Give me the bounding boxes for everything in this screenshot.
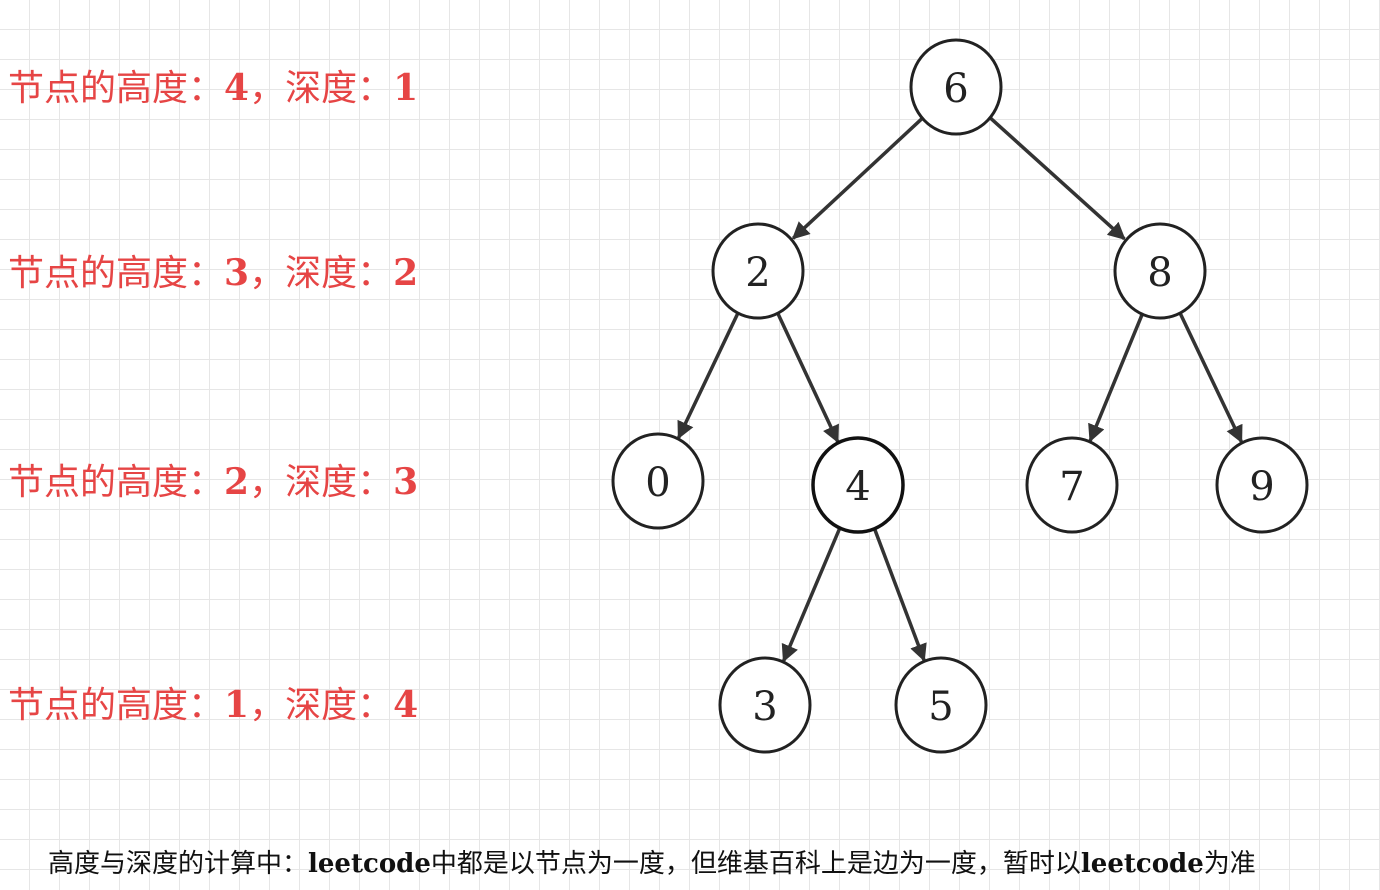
tree-edge-arrow bbox=[781, 526, 842, 663]
tree-node: 0 bbox=[611, 432, 705, 530]
tree-edge-arrow bbox=[677, 311, 740, 440]
level-label-1: 节点的高度：4，深度：1 bbox=[8, 66, 418, 111]
footer-text: 高度与深度的计算中： bbox=[48, 849, 309, 879]
tree-node: 6 bbox=[909, 38, 1003, 136]
tree-node: 7 bbox=[1025, 436, 1119, 534]
level-label-prefix: 节点的高度： bbox=[8, 462, 225, 503]
node-circle bbox=[909, 38, 1003, 136]
level-label-sep: ，深度： bbox=[249, 685, 394, 726]
level-depth-value: 1 bbox=[393, 67, 419, 109]
node-circle bbox=[1215, 436, 1309, 534]
level-depth-value: 4 bbox=[393, 684, 419, 726]
node-circle bbox=[811, 436, 905, 534]
level-label-2: 节点的高度：3，深度：2 bbox=[8, 251, 418, 296]
node-value: 4 bbox=[845, 464, 870, 510]
node-circle bbox=[718, 656, 812, 754]
node-circle bbox=[611, 432, 705, 530]
footer-emphasis: leetcode bbox=[1080, 849, 1204, 879]
node-value: 9 bbox=[1249, 464, 1274, 510]
tree-node: 3 bbox=[718, 656, 812, 754]
tree-edge-arrow bbox=[1088, 312, 1145, 443]
tree-edge-arrow bbox=[791, 117, 924, 240]
tree-node: 2 bbox=[711, 222, 805, 320]
node-circle bbox=[1113, 222, 1207, 320]
node-value: 2 bbox=[745, 250, 770, 296]
tree-edge-arrow bbox=[872, 527, 927, 662]
node-value: 3 bbox=[752, 684, 777, 730]
level-label-4: 节点的高度：1，深度：4 bbox=[8, 683, 418, 728]
tree-edge-arrow bbox=[775, 311, 840, 444]
footer-text: 中都是以节点为一度，但维基百科上是边为一度，暂时以 bbox=[430, 849, 1081, 879]
tree-edge-arrow bbox=[1178, 311, 1243, 444]
level-label-3: 节点的高度：2，深度：3 bbox=[8, 460, 418, 505]
tree-edges bbox=[677, 116, 1243, 663]
tree-node: 8 bbox=[1113, 222, 1207, 320]
tree-node: 4 bbox=[811, 436, 905, 534]
level-label-sep: ，深度： bbox=[249, 68, 394, 109]
level-height-value: 3 bbox=[224, 252, 250, 294]
tree-node: 5 bbox=[894, 656, 988, 754]
footer-text: 为准 bbox=[1203, 849, 1256, 879]
node-value: 8 bbox=[1147, 250, 1172, 296]
level-height-value: 2 bbox=[224, 461, 250, 503]
level-height-value: 4 bbox=[224, 67, 250, 109]
node-circle bbox=[894, 656, 988, 754]
level-label-sep: ，深度： bbox=[249, 462, 394, 503]
level-label-sep: ，深度： bbox=[249, 253, 394, 294]
node-circle bbox=[1025, 436, 1119, 534]
node-value: 5 bbox=[928, 684, 953, 730]
level-depth-value: 2 bbox=[393, 252, 419, 294]
level-label-prefix: 节点的高度： bbox=[8, 253, 225, 294]
node-circle bbox=[711, 222, 805, 320]
level-label-prefix: 节点的高度： bbox=[8, 68, 225, 109]
node-value: 7 bbox=[1059, 464, 1084, 510]
footer-emphasis: leetcode bbox=[308, 849, 431, 879]
level-depth-value: 3 bbox=[393, 461, 419, 503]
level-label-prefix: 节点的高度： bbox=[8, 685, 225, 726]
level-height-value: 1 bbox=[224, 684, 250, 726]
tree-edge-arrow bbox=[988, 116, 1126, 241]
node-value: 0 bbox=[645, 460, 670, 506]
node-value: 6 bbox=[943, 66, 968, 112]
tree-node: 9 bbox=[1215, 436, 1309, 534]
footer-note: 高度与深度的计算中：leetcode中都是以节点为一度，但维基百科上是边为一度，… bbox=[48, 843, 1256, 880]
